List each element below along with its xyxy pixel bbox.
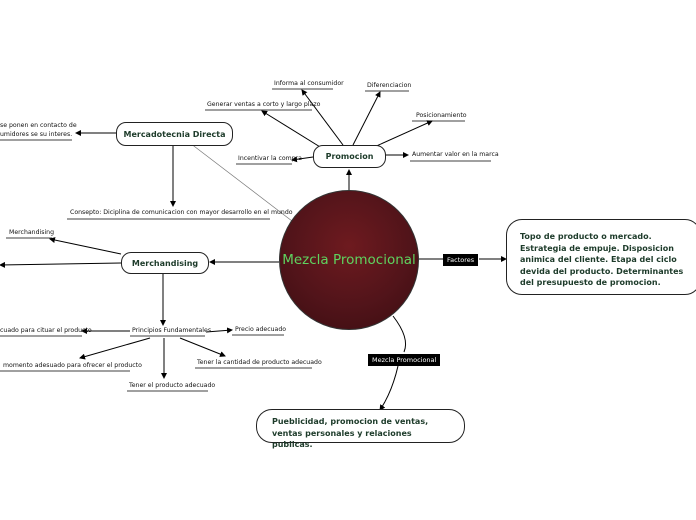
label-incentivar[interactable]: Incentivar la compra: [238, 155, 302, 162]
label-diferenciacion[interactable]: Diferenciacion: [367, 82, 412, 89]
label-merchandising-sub[interactable]: Merchandising: [9, 229, 55, 236]
node-promocion-label: Promocion: [325, 152, 374, 161]
tag-mezcla-promocional[interactable]: Mezcla Promocional: [368, 354, 441, 366]
node-mercadotecnia-label: Mercadotecnia Directa: [123, 129, 226, 139]
mezcla-box-text: Pueblicidad, promocion de ventas, ventas…: [272, 417, 429, 449]
tag-factores[interactable]: Factores: [443, 254, 479, 266]
label-concepto[interactable]: Consepto: Diciplina de comunicacion con …: [70, 209, 293, 216]
node-mercadotecnia-directa[interactable]: Mercadotecnia Directa: [116, 122, 233, 146]
label-posicionamiento[interactable]: Posicionamiento: [416, 112, 467, 119]
label-generar-ventas[interactable]: Generar ventas a corto y largo plazo: [207, 101, 321, 108]
node-merchandising[interactable]: Merchandising: [121, 252, 209, 274]
factores-box-text: Topo de producto o mercado. Estrategia d…: [520, 232, 684, 287]
label-cantidad[interactable]: Tener la cantidad de producto adecuado: [197, 359, 322, 366]
central-topic-title: Mezcla Promocional: [282, 252, 416, 268]
label-contacto-line1[interactable]: se ponen en contacto de: [0, 122, 77, 129]
node-promocion[interactable]: Promocion: [313, 145, 386, 168]
mezcla-box[interactable]: Pueblicidad, promocion de ventas, ventas…: [256, 409, 465, 449]
label-momento[interactable]: momento adesuado para ofrecer el product…: [3, 362, 142, 369]
central-topic[interactable]: Mezcla Promocional: [279, 190, 419, 330]
label-aumentar-valor[interactable]: Aumentar valor en la marca: [412, 151, 499, 158]
label-lugar[interactable]: cuado para cituar el producto: [0, 327, 92, 334]
factores-box[interactable]: Topo de producto o mercado. Estrategia d…: [506, 219, 696, 295]
node-merchandising-label: Merchandising: [131, 258, 199, 268]
label-principios[interactable]: Principios Fundamentales: [132, 327, 212, 334]
label-precio[interactable]: Precio adecuado: [235, 326, 287, 333]
label-tener-producto[interactable]: Tener el producto adecuado: [129, 382, 216, 389]
label-contacto-line2[interactable]: umidores se su interes.: [0, 131, 73, 138]
label-informa[interactable]: Informa al consumidor: [274, 80, 344, 87]
